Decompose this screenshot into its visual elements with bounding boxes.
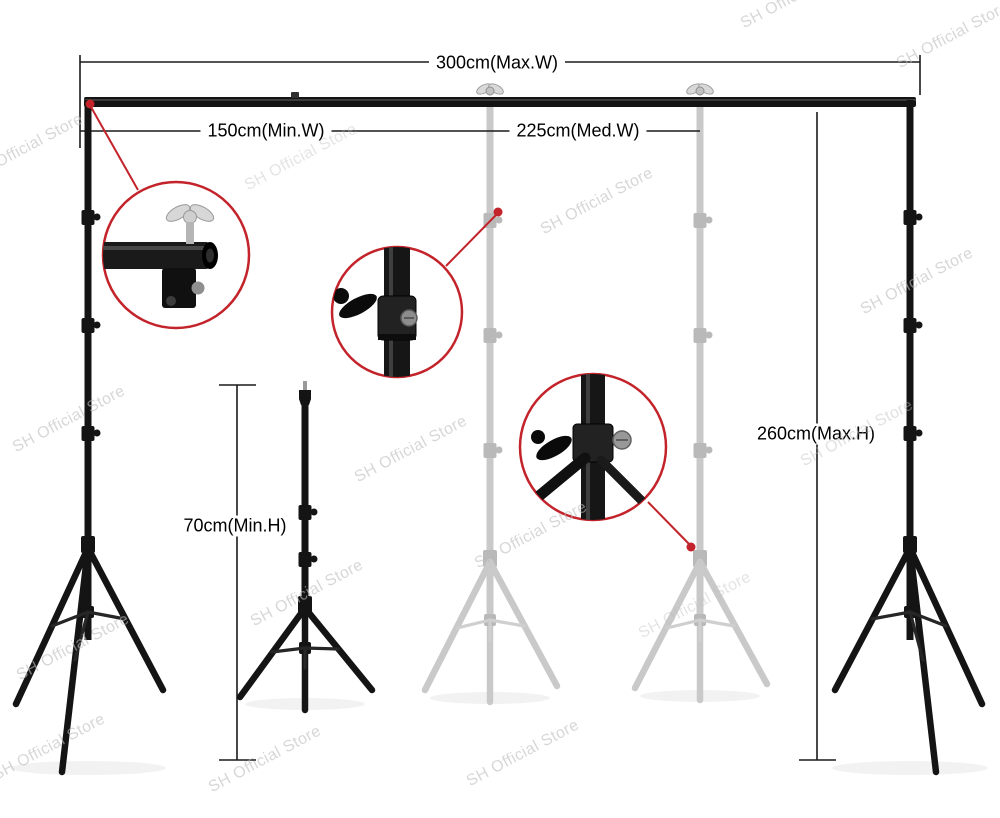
left-stand-max-height: [12, 100, 167, 776]
callout-pole-clamp: [330, 207, 503, 379]
label-max-height: 260cm(Max.H): [749, 423, 883, 445]
callout-crossbar-detail: [103, 204, 218, 308]
callout-marker-3: [686, 542, 696, 552]
callout-crossbar-corner: [85, 99, 251, 330]
label-min-height: 70cm(Min.H): [176, 515, 294, 537]
label-med-width: 225cm(Med.W): [509, 120, 647, 142]
callout-clamp-detail: [333, 247, 418, 377]
short-stand-min-height: [236, 381, 376, 714]
label-max-width: 300cm(Max.W): [428, 52, 566, 74]
right-stand-max-height: [831, 100, 986, 776]
dimension-lines: [79, 55, 921, 761]
callout-marker-2: [493, 207, 503, 217]
crossbar-joint-nub: [291, 92, 299, 98]
ghost-stand-150: [421, 100, 561, 706]
crossbar-wing-screw-1: [476, 83, 504, 96]
crossbar: [84, 83, 916, 107]
callout-marker-1: [85, 99, 95, 109]
ghost-stand-225: [631, 100, 771, 704]
callout-tripod-hub: [518, 372, 696, 552]
crossbar-wing-screw-2: [686, 83, 714, 96]
callout-hub-detail: [521, 374, 652, 520]
label-min-width: 150cm(Min.W): [200, 120, 332, 142]
ground-shadows: [10, 690, 988, 775]
